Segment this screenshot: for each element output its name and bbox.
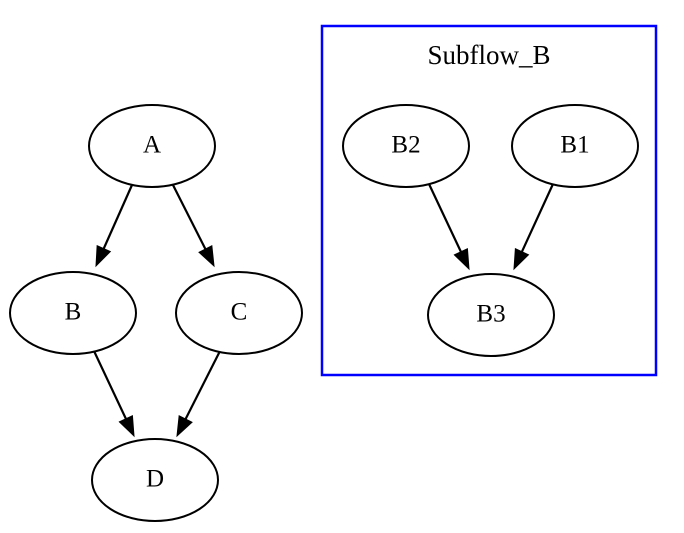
node-label-d: D	[146, 466, 164, 493]
node-label-b3: B3	[476, 301, 505, 328]
arrowhead-icon	[453, 247, 470, 271]
node-label-c: C	[231, 299, 248, 326]
edge-a-to-c[interactable]	[172, 184, 215, 268]
edge-group	[93, 183, 554, 438]
node-shape-b2	[342, 104, 470, 188]
node-b[interactable]: B	[9, 271, 137, 355]
edge-line	[93, 350, 129, 422]
node-b2[interactable]: B2	[342, 104, 470, 188]
cluster-label-subflow-b: Subflow_B	[427, 40, 550, 70]
node-shape-b1	[511, 104, 639, 188]
cluster-border-subflow-b	[320, 24, 658, 377]
arrowhead-icon	[513, 247, 530, 271]
node-b3[interactable]: B3	[427, 273, 555, 357]
node-b1[interactable]: B1	[511, 104, 639, 188]
edge-line	[183, 350, 221, 423]
node-shape-b3	[427, 273, 555, 357]
edge-c-to-d[interactable]	[176, 350, 221, 438]
arrowhead-icon	[198, 245, 215, 268]
node-label-b2: B2	[391, 132, 420, 159]
edge-line	[519, 183, 554, 255]
node-label-b1: B1	[560, 132, 589, 159]
node-label-b: B	[65, 299, 82, 326]
node-d[interactable]: D	[91, 438, 219, 522]
arrowhead-icon	[95, 244, 112, 268]
edge-line	[428, 183, 464, 255]
edge-a-to-b[interactable]	[95, 184, 134, 268]
node-shape-b	[9, 271, 137, 355]
node-shape-a	[88, 104, 216, 188]
edge-b-to-d[interactable]	[93, 350, 135, 438]
edge-b1-to-b3[interactable]	[513, 183, 554, 271]
cluster-subflow-b[interactable]: Subflow_B	[320, 24, 658, 377]
node-a[interactable]: A	[88, 104, 216, 188]
edge-line	[172, 184, 208, 253]
node-shape-d	[91, 438, 219, 522]
edge-line	[101, 184, 134, 252]
arrowhead-icon	[118, 414, 135, 438]
node-c[interactable]: C	[175, 271, 303, 355]
node-shape-c	[175, 271, 303, 355]
edge-b2-to-b3[interactable]	[428, 183, 470, 271]
arrowhead-icon	[176, 415, 193, 438]
node-label-a: A	[143, 132, 161, 159]
